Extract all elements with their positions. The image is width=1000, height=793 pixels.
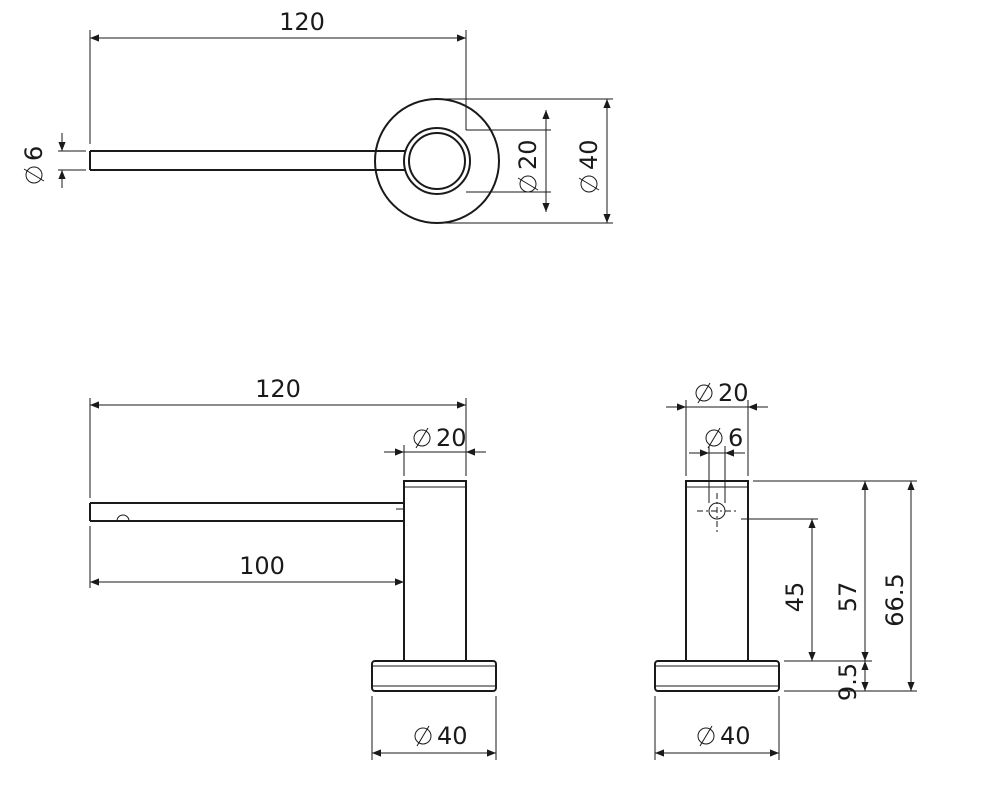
diameter-symbol xyxy=(23,168,45,182)
diameter-symbol xyxy=(517,177,539,191)
dim-label-120-front: 120 xyxy=(255,375,301,403)
front-stem xyxy=(403,480,467,662)
diameter-symbol xyxy=(415,427,429,449)
front-bar-notch xyxy=(116,514,130,522)
dim-label-95-side: 9.5 xyxy=(834,663,862,701)
side-view: 20 6 45 57 66.5 9.5 40 xyxy=(654,379,917,760)
front-view: 120 20 100 40 xyxy=(89,375,497,760)
top-stem-inner-circle xyxy=(408,132,466,190)
dim-label-dia40-top: 40 xyxy=(575,139,603,170)
diameter-symbol xyxy=(416,725,430,747)
dim-label-dia40-front: 40 xyxy=(437,722,468,750)
dim-label-dia6-side: 6 xyxy=(728,424,743,452)
diameter-symbol xyxy=(697,382,711,404)
diameter-symbol xyxy=(707,427,721,449)
diameter-symbol xyxy=(578,177,600,191)
diameter-symbol xyxy=(699,725,713,747)
dim-label-45-side: 45 xyxy=(781,582,809,613)
dim-label-100-front: 100 xyxy=(239,552,285,580)
dim-label-dia20-top: 20 xyxy=(514,139,542,170)
dim-label-120-top: 120 xyxy=(279,8,325,36)
diameter-symbol xyxy=(695,384,713,402)
dim-label-dia20-side: 20 xyxy=(718,379,749,407)
dim-label-dia6-top: 6 xyxy=(20,146,48,161)
dim-label-665-side: 66.5 xyxy=(881,573,909,626)
diameter-symbol xyxy=(413,429,431,447)
top-view: 120 6 20 40 xyxy=(20,8,613,224)
diameter-symbol xyxy=(697,727,715,745)
dim-label-dia40-side: 40 xyxy=(720,722,751,750)
diameter-symbol xyxy=(519,175,537,193)
top-stem-outer-circle xyxy=(403,127,471,195)
diameter-symbol xyxy=(25,166,43,184)
diameter-symbol xyxy=(580,175,598,193)
dim-label-dia20-front: 20 xyxy=(436,424,467,452)
diameter-symbol xyxy=(414,727,432,745)
dim-label-57-side: 57 xyxy=(834,582,862,613)
diameter-symbol xyxy=(705,429,723,447)
